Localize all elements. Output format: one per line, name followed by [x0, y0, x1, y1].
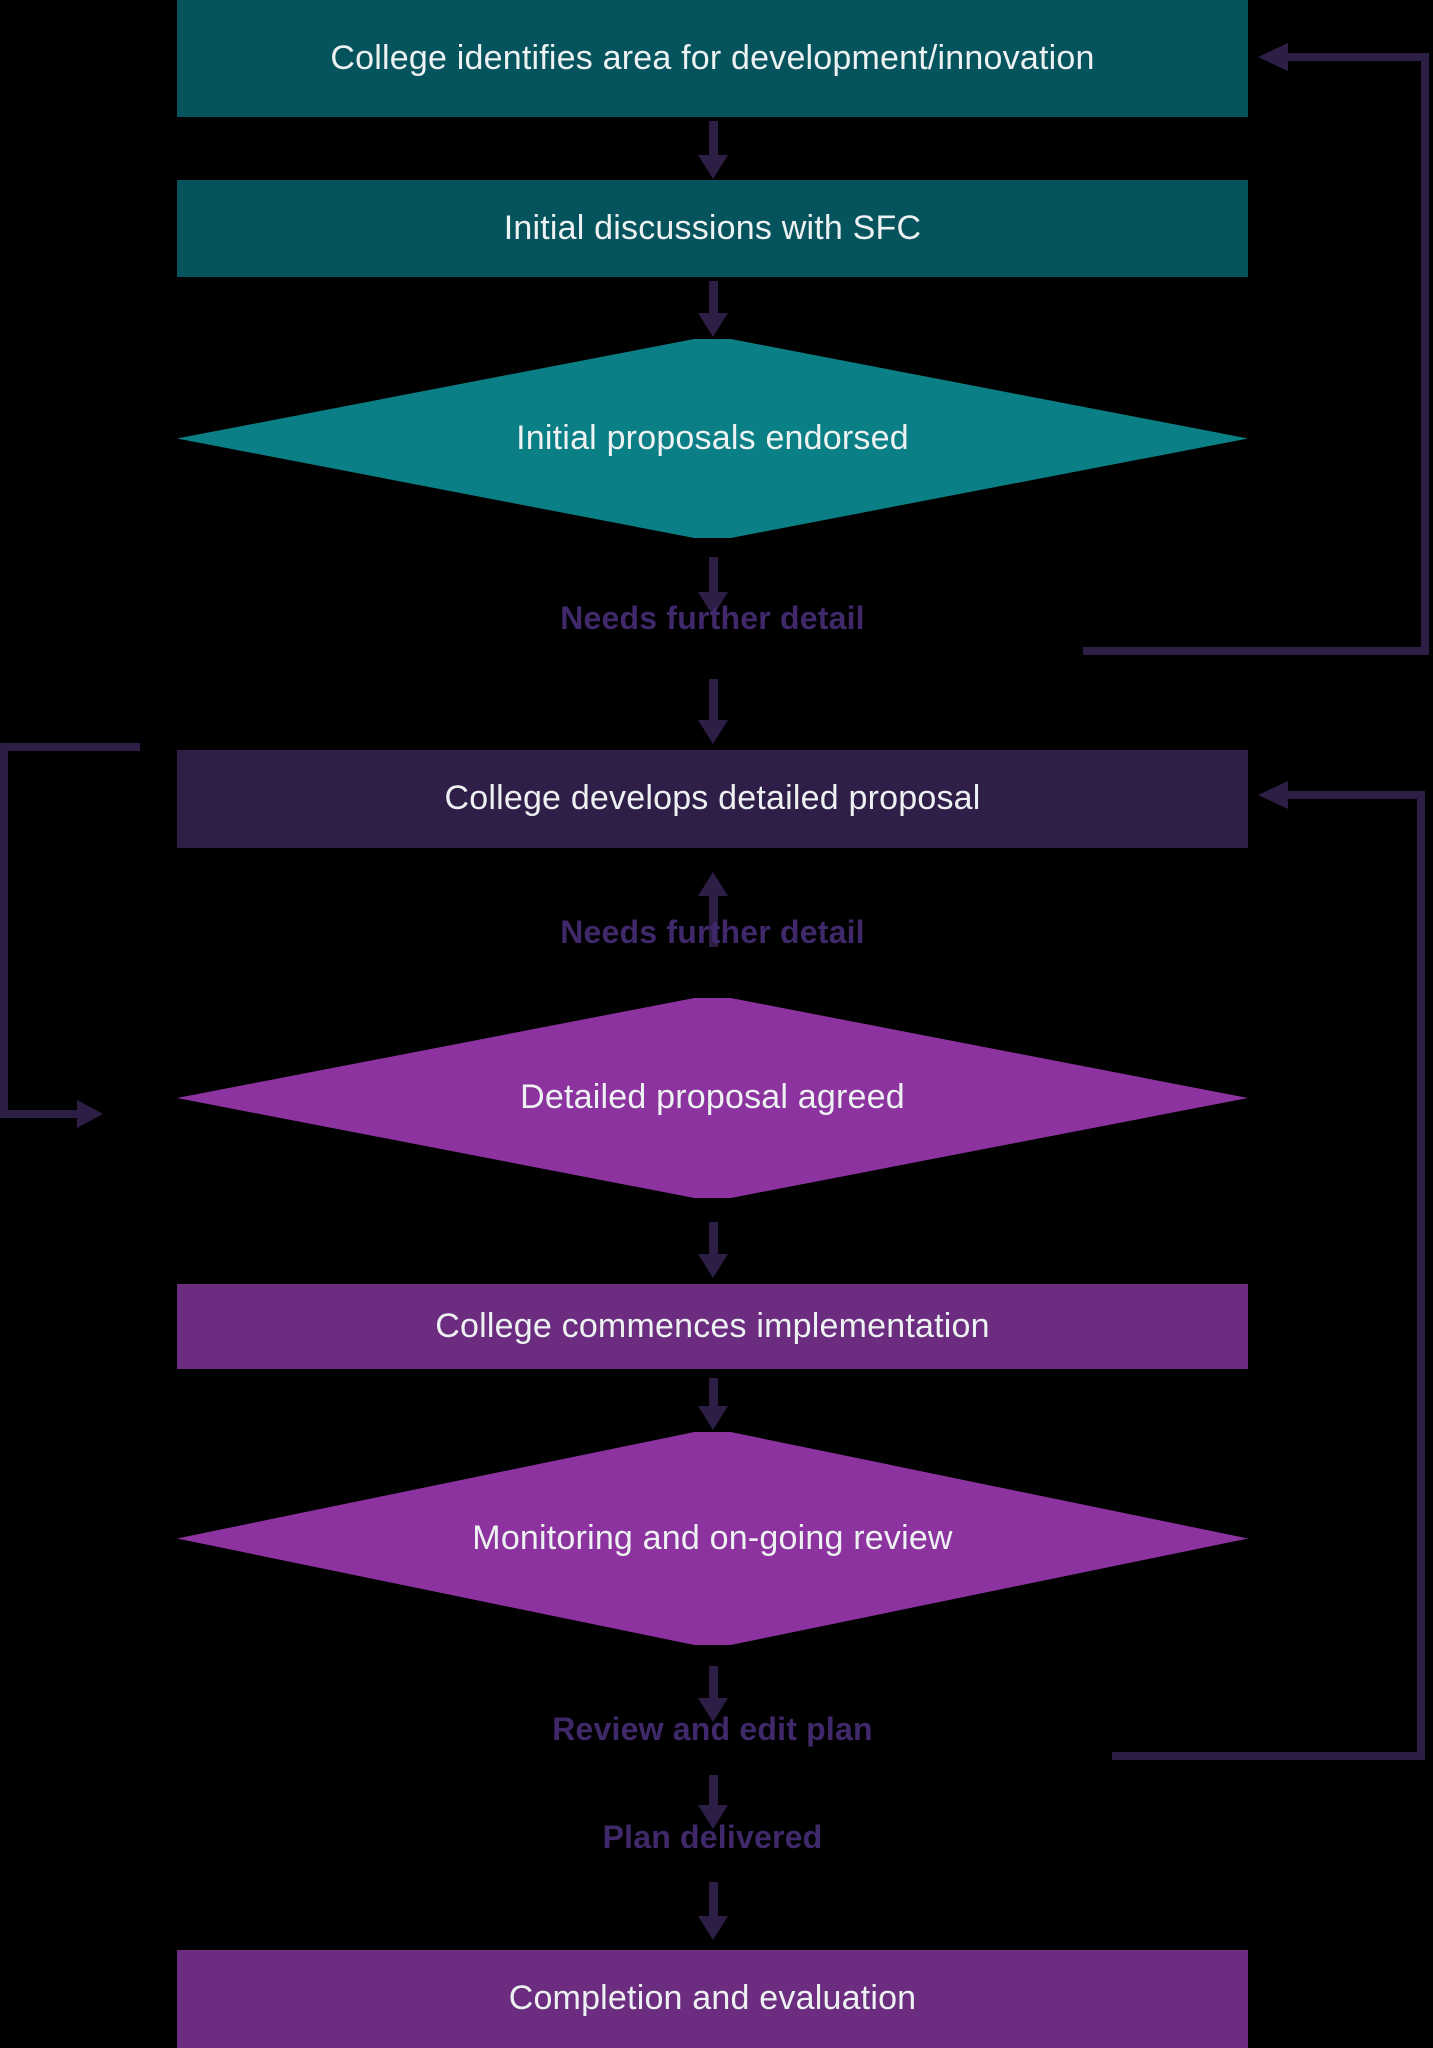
arrow-down-icon — [698, 1805, 728, 1829]
arrow-down-icon — [698, 592, 728, 616]
loop-endorsed-vertical-line — [1421, 53, 1429, 655]
loop-endorsed-return-shaft — [1288, 53, 1429, 61]
edge-label-review-and-edit-plan: Review and edit plan — [552, 1711, 873, 1747]
arrow-up-icon — [698, 872, 728, 896]
arrow-shaft — [708, 557, 718, 592]
loop-review-horizontal-line — [1112, 1752, 1425, 1760]
arrow-shaft — [708, 1775, 718, 1805]
arrow-down-icon — [698, 1254, 728, 1278]
arrow-shaft — [708, 1378, 718, 1406]
node-commences-implementation: College commences implementation — [177, 1284, 1248, 1369]
arrow-implementation-to-monitoring — [698, 1378, 728, 1430]
edge-label-plan-delivered: Plan delivered — [602, 1819, 823, 1855]
edge-label-needs-further-detail-mid: Needs further detail — [560, 914, 865, 950]
arrow-plan-delivered-to-completion — [698, 1882, 728, 1940]
loop-left-top-line — [0, 743, 140, 751]
arrow-needs-detail-to-develops — [698, 679, 728, 744]
loop-left-vertical-line — [0, 743, 8, 1118]
node-identify-area-label: College identifies area for development/… — [330, 38, 1095, 77]
arrow-shaft — [708, 679, 718, 720]
arrow-endorsed-to-needs-detail — [698, 557, 728, 616]
loop-left-bottom-shaft — [0, 1110, 77, 1118]
loop-review-vertical-line — [1417, 791, 1425, 1760]
arrow-down-icon — [698, 1698, 728, 1722]
arrow-down-icon — [698, 1406, 728, 1430]
arrow-shaft — [708, 121, 718, 155]
arrow-monitoring-to-review-label — [698, 1666, 728, 1722]
arrow-shaft — [708, 1666, 718, 1698]
arrow-shaft — [708, 1222, 718, 1254]
loop-endorsed-horizontal-line — [1083, 647, 1429, 655]
loop-review-arrowhead-icon — [1258, 781, 1288, 809]
node-develops-proposal: College develops detailed proposal — [177, 750, 1248, 848]
node-initial-discussions-label: Initial discussions with SFC — [503, 208, 922, 247]
node-commences-implementation-label: College commences implementation — [435, 1306, 990, 1345]
node-initial-discussions: Initial discussions with SFC — [177, 180, 1248, 277]
node-proposal-agreed-label: Detailed proposal agreed — [520, 1078, 905, 1117]
node-completion-evaluation-label: Completion and evaluation — [508, 1979, 917, 2018]
arrow-agreed-to-implementation — [698, 1222, 728, 1278]
arrow-needs-detail-up-to-develops — [698, 872, 728, 947]
node-monitoring-review-label: Monitoring and on-going review — [472, 1518, 953, 1557]
arrow-down-icon — [698, 1916, 728, 1940]
arrow-down-icon — [698, 313, 728, 337]
arrow-shaft — [708, 896, 718, 947]
arrow-shaft — [708, 281, 718, 313]
node-initial-proposals-endorsed-label: Initial proposals endorsed — [516, 418, 909, 457]
edge-label-needs-further-detail-top: Needs further detail — [560, 600, 865, 636]
arrow-down-icon — [698, 720, 728, 744]
node-completion-evaluation: Completion and evaluation — [177, 1950, 1248, 2048]
node-identify-area: College identifies area for development/… — [177, 0, 1248, 117]
node-initial-proposals-endorsed: Initial proposals endorsed — [177, 339, 1248, 538]
loop-endorsed-arrowhead-icon — [1258, 43, 1288, 71]
arrow-down-icon — [698, 155, 728, 179]
loop-review-return-shaft — [1288, 791, 1425, 799]
node-proposal-agreed: Detailed proposal agreed — [177, 998, 1248, 1198]
node-monitoring-review: Monitoring and on-going review — [177, 1432, 1248, 1645]
arrow-review-to-plan-delivered — [698, 1775, 728, 1829]
node-develops-proposal-label: College develops detailed proposal — [444, 779, 981, 818]
arrow-shaft — [708, 1882, 718, 1916]
loop-left-arrowhead-icon — [77, 1100, 103, 1128]
arrow-discussions-to-endorsed — [698, 281, 728, 337]
arrow-identify-to-discussions — [698, 121, 728, 179]
